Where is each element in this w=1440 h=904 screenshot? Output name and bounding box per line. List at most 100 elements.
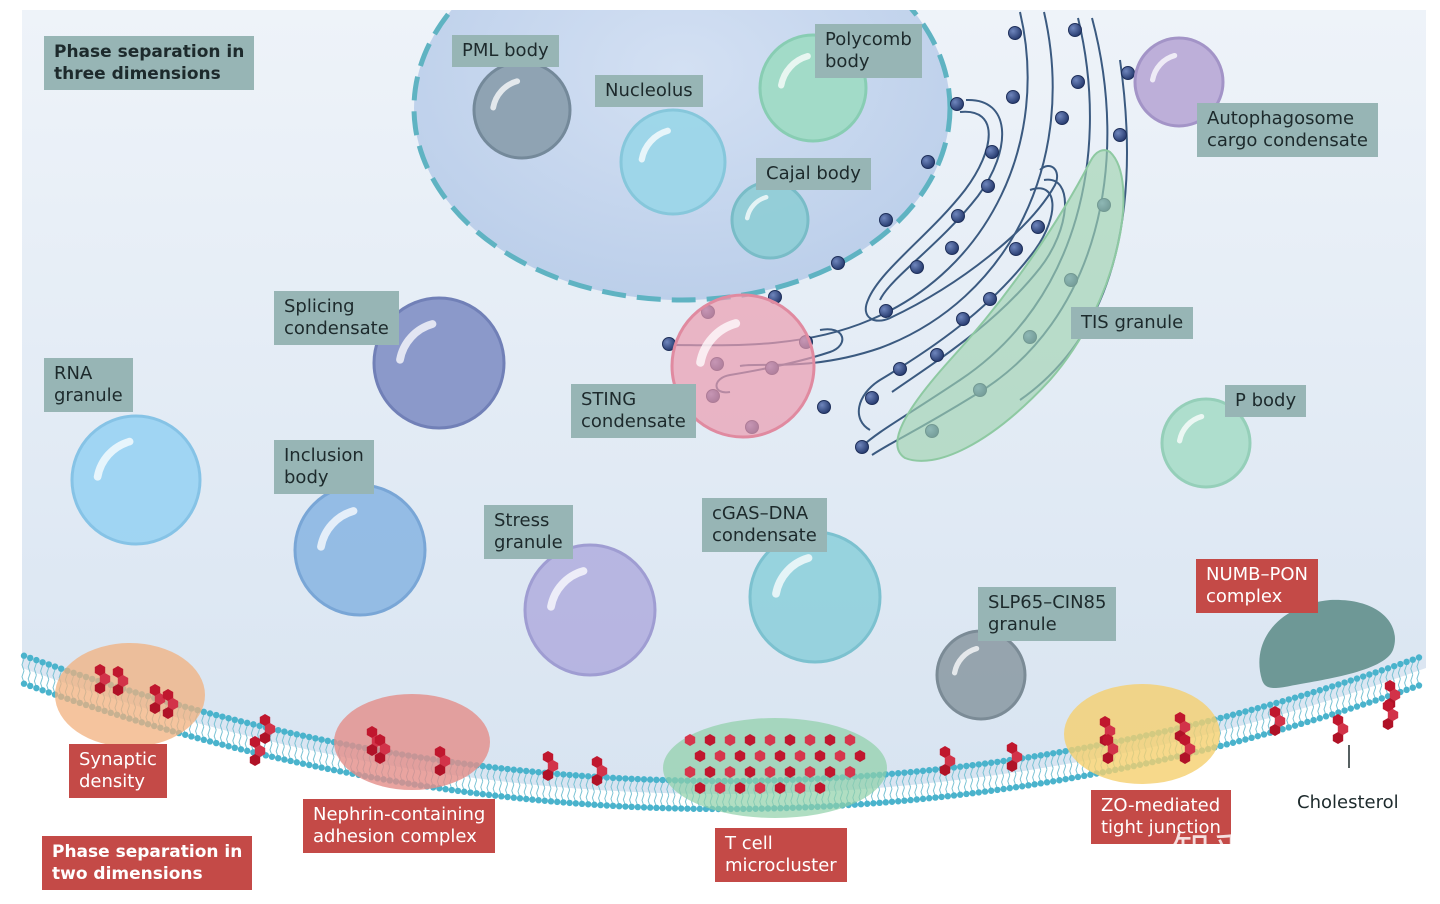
lipid-head <box>932 794 939 801</box>
cholesterol-molecule <box>684 734 696 746</box>
lipid-head <box>479 790 486 798</box>
lipid-head <box>1403 658 1410 666</box>
ribosome <box>981 179 995 193</box>
cholesterol-molecule <box>1174 712 1191 742</box>
cholesterol-molecule <box>714 782 726 794</box>
label-cholesterol: Cholesterol <box>1297 792 1399 813</box>
cholesterol-molecule <box>814 750 826 762</box>
lipid-head <box>485 791 493 799</box>
ribosome <box>910 260 924 274</box>
lipid-head <box>882 799 889 806</box>
label-line: ZO-mediated <box>1101 795 1221 816</box>
lipid-head <box>1223 713 1231 720</box>
ribosome <box>983 292 997 306</box>
inclusion-body-droplet <box>293 483 427 617</box>
label-line: body <box>825 51 870 72</box>
lipid-head <box>1279 726 1286 733</box>
lipid-head <box>647 804 654 811</box>
lipid-head <box>591 801 598 808</box>
lipid-head <box>1384 693 1392 700</box>
label-splicing-condensate: Splicing condensate <box>274 291 399 345</box>
lipid-head <box>287 729 294 737</box>
lipid-head <box>1409 656 1417 663</box>
lipid-head <box>1403 686 1410 694</box>
label-nephrin-complex: Nephrin-containing adhesion complex <box>303 799 496 853</box>
lipid-head <box>510 766 517 773</box>
lipid-head <box>628 775 635 783</box>
lipid-head <box>1391 662 1398 670</box>
lipid-head <box>516 795 524 802</box>
label-line: condensate <box>712 525 817 546</box>
lipid-head <box>20 680 28 687</box>
lipid-head <box>33 656 40 664</box>
cholesterol-molecule <box>149 684 166 714</box>
watermark: 知乎 @祎螺 <box>1172 829 1387 873</box>
lipid-head <box>250 721 257 728</box>
lipid-head <box>1236 737 1243 745</box>
lipid-head <box>1006 784 1013 792</box>
lipid-head <box>1341 707 1348 714</box>
label-line: granule <box>494 532 563 553</box>
lipid-head <box>461 788 468 795</box>
lipid-head <box>492 764 499 771</box>
cholesterol-molecule <box>724 766 736 778</box>
lipid-head <box>1384 665 1392 672</box>
cholesterol-molecule <box>374 734 391 764</box>
lipid-head <box>578 800 586 808</box>
zo-droplet <box>1064 684 1220 784</box>
cholesterol-molecule <box>694 782 706 794</box>
ribosome <box>1009 242 1023 256</box>
label-line: condensate <box>581 411 686 432</box>
lipid-head <box>1031 753 1038 760</box>
lipid-head <box>981 788 989 795</box>
label-line: Cajal body <box>766 163 861 184</box>
label-slp65-cin85-granule: SLP65–CIN85 granule <box>978 587 1117 641</box>
lipid-head <box>1360 701 1367 708</box>
lipid-head <box>237 718 245 725</box>
lipid-head <box>988 759 995 766</box>
lipid-head <box>696 805 703 813</box>
label-line: Stress <box>494 510 550 531</box>
label-line: microcluster <box>725 855 837 876</box>
lipid-head <box>1322 713 1330 720</box>
lipid-head <box>498 765 505 772</box>
lipid-head <box>1316 687 1324 694</box>
lipid-head <box>318 764 325 771</box>
label-line: Nucleolus <box>605 80 693 101</box>
lipid-head <box>572 772 579 779</box>
lipid-head <box>535 769 542 776</box>
lipid-head <box>281 728 288 735</box>
lipid-head <box>957 791 964 798</box>
cholesterol-molecule <box>784 734 796 746</box>
ribosome <box>950 97 964 111</box>
lipid-head <box>1347 705 1355 712</box>
lipid-head <box>1050 750 1057 757</box>
lipid-head <box>1285 724 1293 731</box>
cholesterol-molecule <box>734 782 746 794</box>
cholesterol-molecule <box>1006 742 1023 772</box>
lipid-head <box>33 684 40 692</box>
lipid-head <box>901 797 908 804</box>
lipid-head <box>1217 742 1224 750</box>
lipid-head <box>1043 751 1051 758</box>
lipid-head <box>306 733 313 741</box>
section-2d-line: Phase separation in <box>52 842 243 862</box>
lipid-head <box>578 772 586 780</box>
lipid-head <box>1310 688 1317 696</box>
label-autophagosome: Autophagosome cargo condensate <box>1197 103 1378 157</box>
lipid-head <box>926 795 933 802</box>
lipid-head <box>1360 673 1367 680</box>
section-three-dimensions: Phase separation in three dimensions <box>44 36 255 90</box>
lipid-head <box>1081 772 1088 780</box>
lipid-head <box>1260 703 1268 710</box>
lipid-head <box>225 715 232 722</box>
cholesterol-molecule <box>744 734 756 746</box>
lipid-head <box>950 764 958 771</box>
lipid-head <box>1304 690 1311 698</box>
lipid-head <box>1248 734 1255 742</box>
ribosome <box>1121 66 1135 80</box>
lipid-head <box>213 711 220 719</box>
lipid-head <box>1037 752 1045 759</box>
lipid-head <box>1217 714 1224 722</box>
lipid-head <box>1025 754 1032 761</box>
